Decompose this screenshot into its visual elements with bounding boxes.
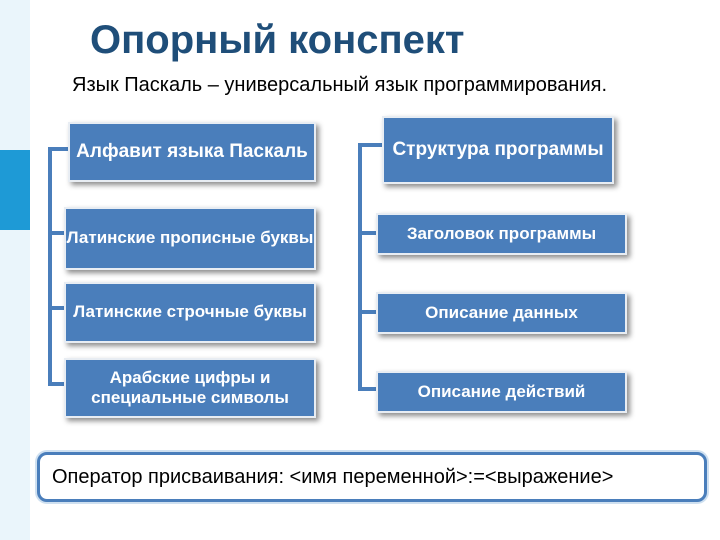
structure-connector-header <box>358 143 384 147</box>
structure-connector-item-1 <box>358 231 378 235</box>
structure-item-actions: Описание действий <box>376 371 627 413</box>
page-title: Опорный конспект <box>90 18 465 62</box>
alphabet-header-label: Алфавит языка Паскаль <box>76 140 308 162</box>
structure-item-label: Описание данных <box>425 302 578 322</box>
structure-item-heading: Заголовок программы <box>376 213 627 255</box>
alphabet-connector-vertical <box>48 147 52 386</box>
assignment-operator-box: Оператор присваивания: <имя переменной>:… <box>37 452 707 502</box>
alphabet-item-lowercase: Латинские строчные буквы <box>64 282 316 343</box>
structure-connector-item-2 <box>358 310 378 314</box>
structure-connector-item-3 <box>358 387 378 391</box>
structure-header-label: Структура программы <box>392 138 604 160</box>
alphabet-item-label: Арабские цифры и специальные символы <box>91 367 289 407</box>
alphabet-connector-item-3 <box>48 382 66 386</box>
left-decor-bar <box>0 0 30 540</box>
alphabet-item-digits-symbols: Арабские цифры и специальные символы <box>64 358 316 418</box>
left-accent-block <box>0 150 30 230</box>
structure-header-box: Структура программы <box>382 116 614 184</box>
alphabet-item-label: Латинские строчные буквы <box>73 302 307 322</box>
page-subtitle: Язык Паскаль – универсальный язык програ… <box>72 74 607 96</box>
alphabet-connector-item-2 <box>48 306 66 310</box>
alphabet-header-box: Алфавит языка Паскаль <box>68 122 316 182</box>
alphabet-connector-header <box>48 147 70 151</box>
alphabet-item-uppercase: Латинские прописные буквы <box>64 207 316 270</box>
structure-item-data: Описание данных <box>376 292 627 334</box>
structure-item-label: Заголовок программы <box>406 223 597 243</box>
structure-connector-vertical <box>358 143 362 391</box>
assignment-operator-text: Оператор присваивания: <имя переменной>:… <box>52 465 614 488</box>
alphabet-item-label: Латинские прописные буквы <box>66 228 314 248</box>
structure-item-label: Описание действий <box>417 381 586 401</box>
alphabet-connector-item-1 <box>48 231 66 235</box>
